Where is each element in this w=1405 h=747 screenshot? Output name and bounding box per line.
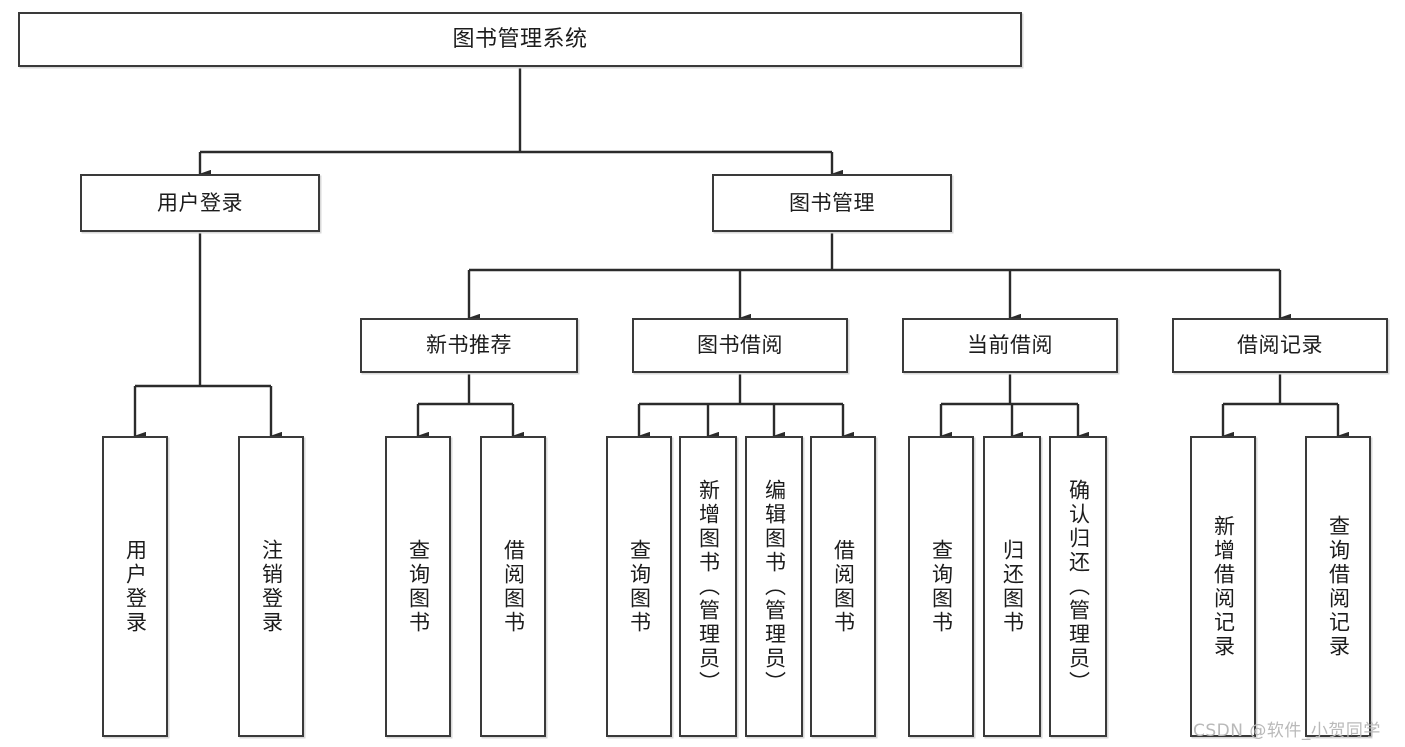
node-label: 新增借阅记录 [1211,514,1236,659]
node-label: 查询图书 [929,538,954,635]
node-label: 图书管理 [789,190,875,215]
node-borrow-record[interactable]: 借阅记录 [1172,318,1388,373]
node-leaf-user-login[interactable]: 用户登录 [102,436,168,737]
node-current-borrow[interactable]: 当前借阅 [902,318,1118,373]
node-label: 新书推荐 [426,333,512,358]
node-leaf-query-book-2[interactable]: 查询图书 [606,436,672,737]
node-book-borrow[interactable]: 图书借阅 [632,318,848,373]
node-leaf-return-book[interactable]: 归还图书 [983,436,1041,737]
node-leaf-query-book-3[interactable]: 查询图书 [908,436,974,737]
node-label: 借阅图书 [501,538,526,635]
node-root[interactable]: 图书管理系统 [18,12,1022,67]
node-book-manage[interactable]: 图书管理 [712,174,952,232]
node-label: 用户登录 [123,538,148,635]
node-label: 查询借阅记录 [1326,514,1351,659]
node-label: 查询图书 [627,538,652,635]
node-label: 借阅图书 [831,538,856,635]
node-leaf-query-record[interactable]: 查询借阅记录 [1305,436,1371,737]
node-label: 确认归还（管理员） [1066,478,1091,695]
node-label: 借阅记录 [1237,333,1323,358]
node-label: 用户登录 [157,190,243,215]
node-label: 当前借阅 [967,333,1053,358]
node-leaf-add-book[interactable]: 新增图书（管理员） [679,436,737,737]
node-label: 归还图书 [1000,538,1025,635]
csdn-watermark: CSDN @软件_小贺同学 [1193,721,1381,741]
node-label: 图书借阅 [697,333,783,358]
node-label: 注销登录 [259,538,284,635]
node-label: 图书管理系统 [452,26,588,52]
edge-group [133,67,1349,441]
node-leaf-borrow-book-1[interactable]: 借阅图书 [480,436,546,737]
node-leaf-borrow-book-2[interactable]: 借阅图书 [810,436,876,737]
node-label: 编辑图书（管理员） [762,478,787,695]
node-label: 新增图书（管理员） [696,478,721,695]
node-leaf-user-logout[interactable]: 注销登录 [238,436,304,737]
node-leaf-confirm-return[interactable]: 确认归还（管理员） [1049,436,1107,737]
node-leaf-add-record[interactable]: 新增借阅记录 [1190,436,1256,737]
node-leaf-edit-book[interactable]: 编辑图书（管理员） [745,436,803,737]
node-leaf-query-book-1[interactable]: 查询图书 [385,436,451,737]
node-new-book-rec[interactable]: 新书推荐 [360,318,578,373]
node-user-login[interactable]: 用户登录 [80,174,320,232]
node-label: 查询图书 [406,538,431,635]
